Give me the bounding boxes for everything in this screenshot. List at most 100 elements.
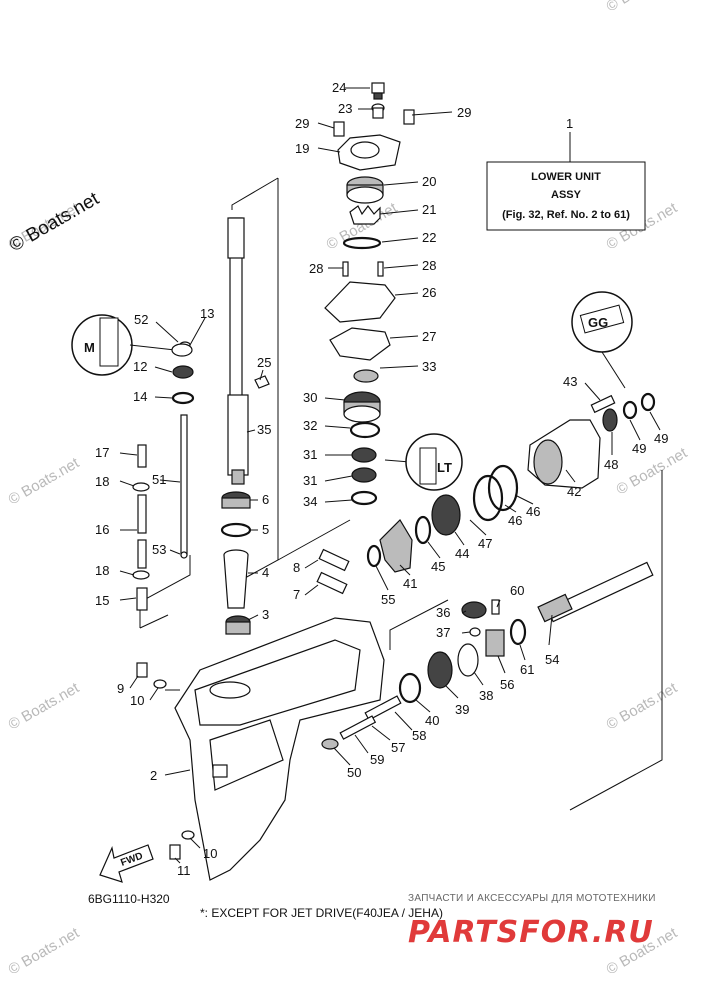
gasket-plate-part [329, 327, 391, 361]
washer-part [220, 522, 252, 538]
callout-55: 55 [381, 592, 395, 607]
callout-32: 32 [303, 418, 317, 433]
water-pump-group [324, 82, 415, 506]
shop-tagline: ЗАПЧАСТИ И АКСЕССУАРЫ ДЛЯ МОТОТЕХНИКИ [408, 893, 656, 904]
clip-part [509, 618, 527, 646]
callout-27: 27 [422, 329, 436, 344]
callout-41: 41 [403, 576, 417, 591]
symbol-m-text: M [84, 340, 95, 355]
callout-17: 17 [95, 445, 109, 460]
o-ring-part [472, 474, 504, 522]
pump-housing-part [350, 141, 380, 159]
shift-rod-part [180, 414, 188, 556]
bearing-part [431, 494, 461, 536]
oil-seal-part [172, 365, 194, 379]
washer-part [622, 400, 638, 420]
callout-46: 46 [526, 504, 540, 519]
assy-box-subtitle: ASSY [551, 189, 582, 201]
reverse-gear-part [457, 643, 479, 677]
shim-part [398, 672, 422, 704]
bracket-line [139, 614, 169, 629]
lower-casing-bore [209, 681, 251, 699]
o-ring-part [349, 421, 381, 439]
bracket-line [231, 177, 279, 210]
callout-15: 15 [95, 593, 109, 608]
clip-part [132, 570, 150, 580]
callout-24: 24 [332, 80, 346, 95]
watermark-text: © Boats.net [6, 454, 83, 508]
callout-31: 31 [303, 473, 317, 488]
callout-1: 1 [566, 116, 573, 131]
gasket-part [342, 236, 382, 250]
lower-casing-deck [194, 639, 361, 726]
footer: 6BG1110-H320 *: EXCEPT FOR JET DRIVE(F40… [88, 892, 656, 950]
nut-part [469, 627, 481, 637]
callout-8: 8 [293, 560, 300, 575]
pinion-part [461, 601, 487, 619]
shim-part [366, 544, 382, 568]
callout-4: 4 [262, 565, 269, 580]
o-ring-part [487, 464, 519, 512]
oil-seal-part [351, 447, 377, 463]
callout-29: 29 [295, 116, 309, 131]
bearing-part [427, 651, 453, 689]
callout-46: 46 [508, 513, 522, 528]
bolt-part [371, 82, 385, 94]
callout-52: 52 [134, 312, 148, 327]
oil-seal-part [171, 343, 193, 357]
bracket-line [569, 470, 663, 811]
callout-39: 39 [455, 702, 469, 717]
callout-42: 42 [567, 484, 581, 499]
bolt-part [169, 844, 181, 860]
symbol-lt: LT [384, 433, 463, 491]
dowel-part [372, 107, 384, 119]
callout-53: 53 [152, 542, 166, 557]
callout-19: 19 [295, 141, 309, 156]
callout-28: 28 [422, 258, 436, 273]
bolt-part [373, 92, 383, 100]
group-brackets [139, 177, 663, 811]
hose-part [137, 539, 147, 569]
shim-part [414, 515, 432, 545]
drive-shaft-group [220, 217, 350, 635]
leader-line [129, 344, 176, 351]
shim-part [254, 375, 270, 389]
assy-box-reference: (Fig. 32, Ref. No. 2 to 61) [502, 209, 630, 221]
callout-36: 36 [436, 605, 450, 620]
callout-43: 43 [563, 374, 577, 389]
oil-seal-part [640, 392, 656, 412]
insert-cartridge-part [346, 186, 384, 204]
callout-49: 49 [632, 441, 646, 456]
callout-50: 50 [347, 765, 361, 780]
fwd-arrow-shape [99, 844, 154, 883]
callout-labels: 24 23 29 29 19 20 21 22 28 28 26 27 33 3… [95, 80, 668, 878]
footnote: *: EXCEPT FOR JET DRIVE(F40JEA / JEHA) [200, 906, 443, 920]
callout-37: 37 [436, 625, 450, 640]
forward-gear-part [379, 519, 413, 573]
bracket-line [277, 519, 351, 561]
o-ring-part [171, 391, 195, 405]
watermark-text: © Boats.net [604, 0, 681, 15]
assy-box-title: LOWER UNIT [531, 171, 601, 183]
shift-rod-group [132, 341, 195, 611]
bolt-part [333, 121, 345, 137]
plunger-part [339, 715, 377, 740]
outer-plate-part [324, 281, 396, 323]
callout-34: 34 [303, 494, 317, 509]
washer-part [153, 679, 167, 689]
callout-10: 10 [130, 693, 144, 708]
grommet-part [137, 444, 147, 468]
callout-31: 31 [303, 447, 317, 462]
callout-51: 51 [152, 472, 166, 487]
callout-7: 7 [293, 587, 300, 602]
dowel-pin-part [342, 261, 349, 277]
lower-casing-group [136, 617, 385, 881]
callout-48: 48 [604, 457, 618, 472]
callout-38: 38 [479, 688, 493, 703]
callout-35: 35 [257, 422, 271, 437]
callout-59: 59 [370, 752, 384, 767]
callout-33: 33 [422, 359, 436, 374]
callout-20: 20 [422, 174, 436, 189]
drive-shaft-spline [227, 217, 245, 259]
oil-seal-part [351, 467, 377, 483]
